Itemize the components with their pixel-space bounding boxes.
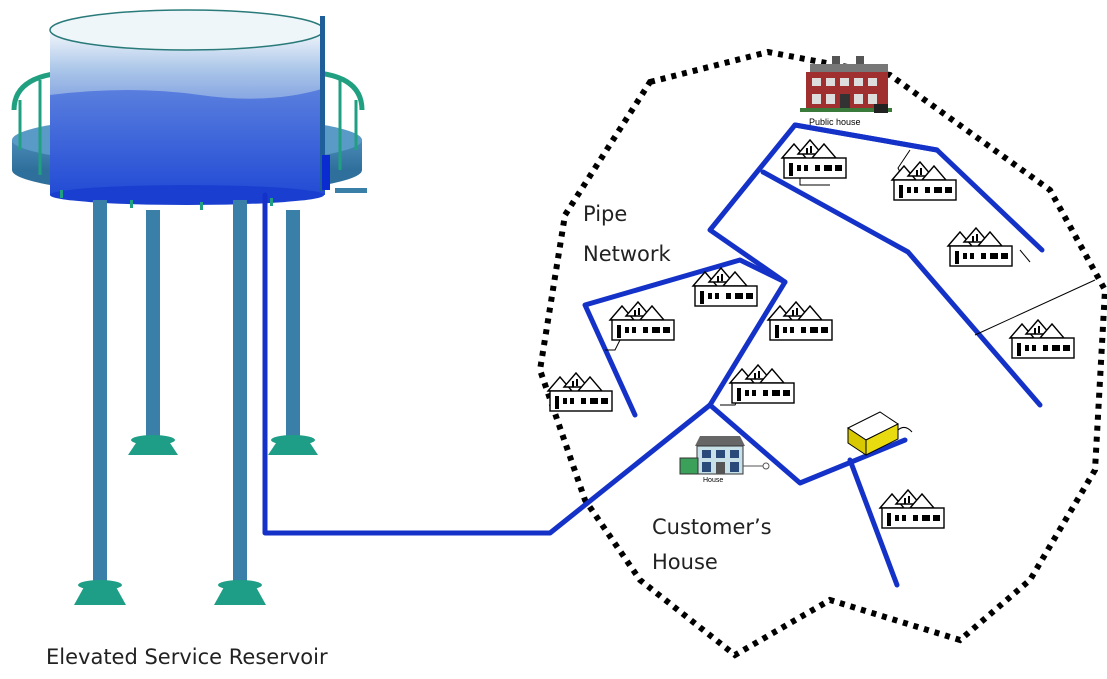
pipe-network-label-line1: Pipe xyxy=(583,202,628,226)
public-house-label: Public house xyxy=(809,117,861,127)
elevated-water-tower-icon xyxy=(11,9,367,605)
customer-house-label-line1: Customer’s xyxy=(652,515,772,539)
pipe-network xyxy=(262,122,1045,588)
meter-box-icon xyxy=(847,411,913,456)
network-boundary xyxy=(536,48,1107,659)
reservoir-label: Elevated Service Reservoir xyxy=(46,645,328,669)
pipe-network-label-line2: Network xyxy=(583,242,671,266)
house-small-label: House xyxy=(703,477,724,484)
public-house-building-icon xyxy=(800,56,892,113)
customer-house-label-line2: House xyxy=(652,550,718,574)
customer-house-icon xyxy=(679,436,770,475)
